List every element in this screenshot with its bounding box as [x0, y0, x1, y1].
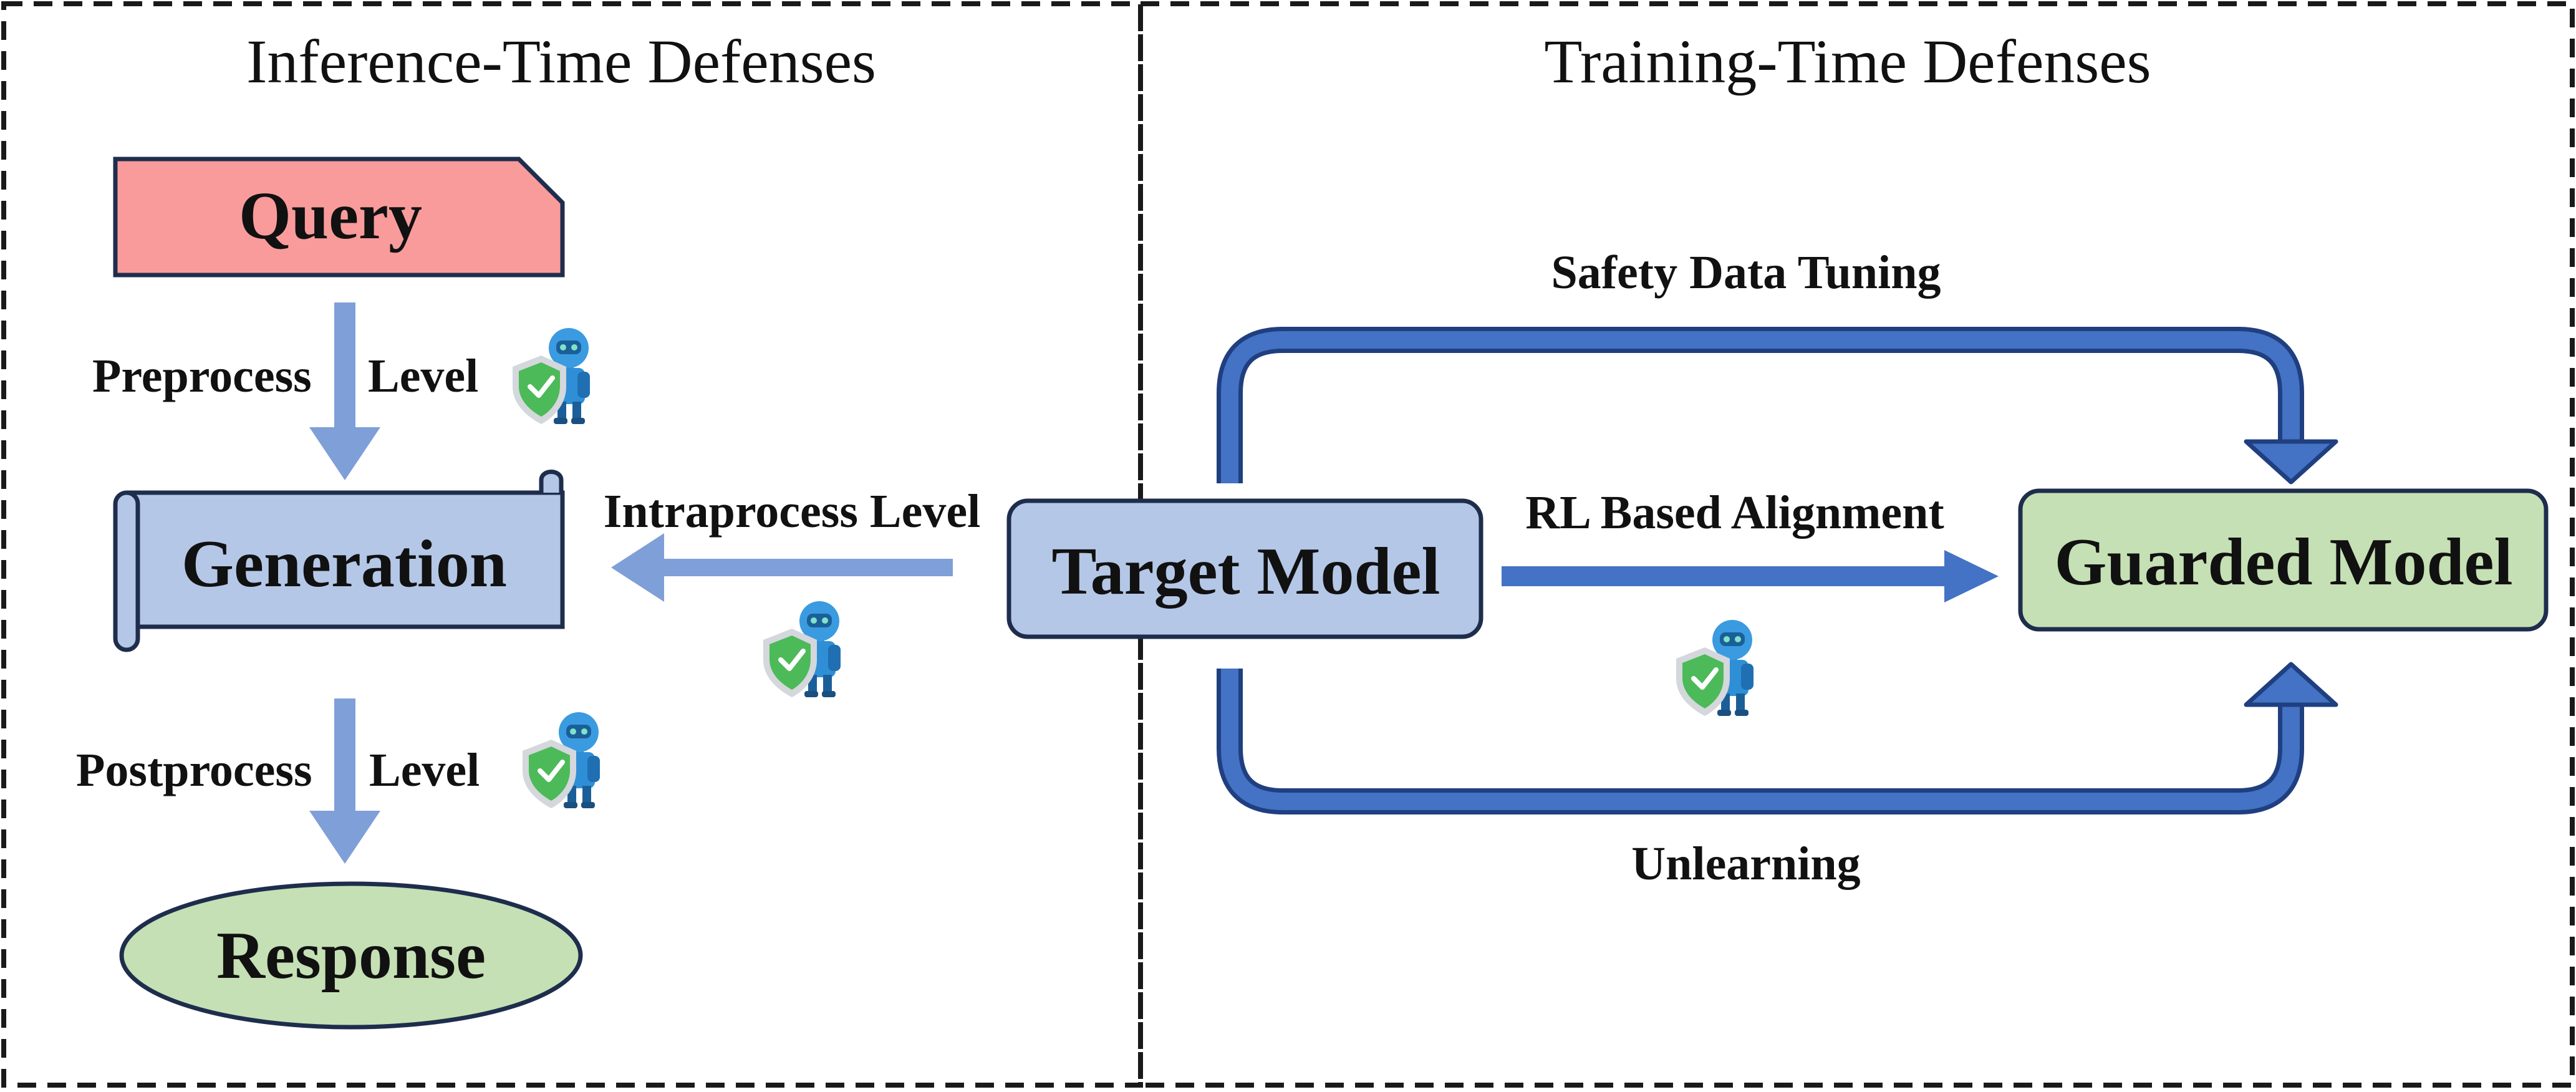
response-node-label: Response: [216, 919, 486, 993]
training-section-title: Training-Time Defenses: [1544, 27, 2151, 96]
preprocess-label: Preprocess: [92, 350, 312, 402]
unlearning-arrowhead: [2244, 662, 2338, 707]
intraprocess-arrow: [611, 533, 953, 602]
safety-data-tuning-arrowhead: [2244, 439, 2338, 485]
rl-alignment-guard-icon: [1676, 620, 1754, 716]
postprocess-guard-icon: [523, 712, 600, 808]
generation-node: [125, 490, 565, 629]
inference-section-title: Inference-Time Defenses: [246, 27, 876, 96]
safety-data-tuning-label: Safety Data Tuning: [1551, 246, 1941, 299]
guarded-model-node: [2018, 488, 2549, 632]
preprocess-level-label: Level: [368, 350, 478, 402]
unlearning-arrow: [1221, 669, 2300, 810]
rl-alignment-label: RL Based Alignment: [1525, 486, 1944, 539]
target-model-node: [1006, 498, 1483, 639]
generation-node-label: Generation: [181, 527, 507, 601]
query-node: [113, 157, 565, 278]
generation-scroll-left-roll: [113, 490, 140, 652]
safety-data-tuning-arrow: [1221, 331, 2300, 483]
safety-data-tuning-arrow-outline: [1217, 327, 2304, 483]
rl-alignment-arrow: [1502, 550, 1999, 602]
target-model-node-label: Target Model: [1052, 534, 1440, 609]
unlearning-arrow-outline: [1217, 669, 2304, 814]
generation-scroll-right-curl: [539, 470, 564, 493]
intraprocess-guard-icon: [763, 601, 841, 697]
postprocess-level-label: Level: [369, 744, 480, 796]
postprocess-label: Postprocess: [76, 744, 312, 796]
response-node: [119, 881, 583, 1030]
intraprocess-label: Intraprocess Level: [604, 485, 980, 538]
preprocess-arrow: [309, 302, 380, 480]
postprocess-arrow: [309, 698, 380, 864]
preprocess-guard-icon: [513, 328, 590, 424]
query-node-label: Query: [239, 179, 422, 253]
guarded-model-node-label: Guarded Model: [2054, 525, 2512, 599]
unlearning-label: Unlearning: [1631, 838, 1860, 890]
